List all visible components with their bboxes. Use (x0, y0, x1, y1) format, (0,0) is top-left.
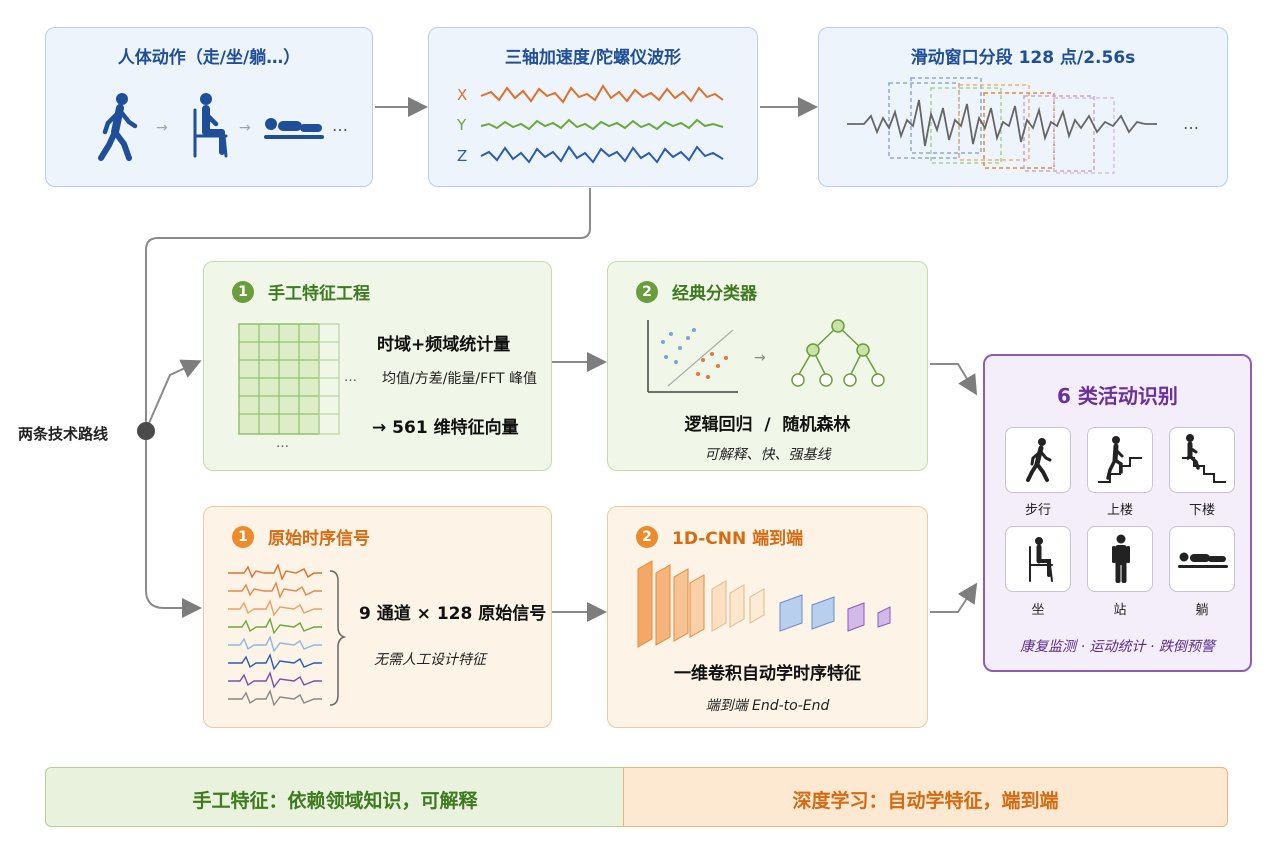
stats-title: 时域+频域统计量 (377, 335, 511, 355)
activity-recognition-box: 6 类活动识别 步行 上楼 (983, 354, 1252, 672)
human-action-box: 人体动作（走/坐/躺…） → → … (45, 27, 373, 187)
cnn-note: 端到端 End-to-End (705, 698, 830, 714)
waveform-box: 三轴加速度/陀螺仪波形 X Y Z (428, 27, 758, 187)
activity-label-standing: 站 (1113, 603, 1127, 618)
signal-trace (847, 99, 1157, 147)
sliding-window-title: 滑动窗口分段 128 点/2.56s (910, 48, 1136, 68)
svg-text:→: → (156, 120, 168, 136)
feature-dim: → 561 维特征向量 (372, 418, 519, 438)
cnn-box: 2 1D-CNN 端到端 一维卷积自动学时序特征 端到端 End-to-End (607, 506, 928, 728)
table-ellipsis-side: … (344, 370, 357, 385)
cnn-heading: 2 1D-CNN 端到端 (636, 524, 803, 549)
branch-label: 两条技术路线 (18, 425, 109, 443)
feature-engineering-title: 手工特征工程 (268, 284, 370, 304)
activity-label-lying: 躺 (1195, 603, 1209, 618)
classifier-title: 经典分类器 (672, 284, 757, 304)
classifier-names: 逻辑回归 / 随机森林 (684, 415, 851, 435)
sitting-person-icon (193, 93, 228, 158)
windows-ellipsis: … (1183, 114, 1199, 133)
z-waveform (480, 145, 724, 164)
raw-signal-spec: 9 通道 × 128 原始信号 (359, 604, 547, 624)
sliding-window-box: 滑动窗口分段 128 点/2.56s … (818, 27, 1228, 187)
stats-detail: 均值/方差/能量/FFT 峰值 (382, 371, 538, 387)
classifier-note: 可解释、快、强基线 (704, 447, 831, 463)
step-number: 1 (232, 525, 254, 548)
raw-signal-note: 无需人工设计特征 (374, 652, 486, 668)
classifier-box: 2 经典分类器 → 逻辑回归 / 随机森林 可 (607, 261, 928, 471)
step-number: 1 (232, 280, 254, 303)
activity-label-sitting: 坐 (1031, 603, 1045, 618)
random-forest-icon (791, 319, 885, 387)
lying-icon (1178, 552, 1228, 568)
walking-icon (1026, 438, 1052, 482)
walking-person-icon (98, 93, 138, 161)
activity-label-downstairs: 下楼 (1188, 503, 1215, 518)
waveform-title: 三轴加速度/陀螺仪波形 (504, 48, 682, 68)
axis-x-label: X (457, 86, 468, 104)
downstairs-icon (1182, 434, 1226, 483)
feature-table-graphic (238, 323, 340, 435)
upstairs-icon (1098, 436, 1142, 483)
deep-learning-summary: 深度学习：自动学特征，端到端 (792, 790, 1059, 812)
activity-label-upstairs: 上楼 (1106, 503, 1133, 518)
step-number: 2 (636, 280, 658, 303)
activity-card-walking (1005, 427, 1071, 493)
axis-z-label: Z (457, 147, 468, 165)
cnn-layers-graphic (637, 560, 891, 648)
classifier-heading: 2 经典分类器 (636, 279, 757, 304)
cnn-title: 1D-CNN 端到端 (672, 529, 804, 549)
lying-person-icon (264, 118, 324, 139)
actions-ellipsis: … (332, 116, 348, 135)
handcrafted-summary: 手工特征：依赖领域知识，可解释 (192, 790, 478, 812)
comparison-left: 手工特征：依赖领域知识，可解释 (45, 767, 625, 827)
activity-card-downstairs (1169, 427, 1235, 493)
cnn-description: 一维卷积自动学时序特征 (674, 664, 861, 684)
raw-signal-heading: 1 原始时序信号 (232, 524, 370, 549)
standing-icon (1112, 534, 1130, 583)
activity-card-lying (1169, 526, 1235, 592)
activity-card-upstairs (1087, 427, 1153, 493)
svg-text:→: → (239, 120, 251, 136)
activity-card-sitting (1005, 526, 1071, 592)
comparison-right: 深度学习：自动学特征，端到端 (623, 767, 1228, 827)
sitting-icon (1029, 537, 1053, 582)
human-action-figures: → → (98, 93, 324, 161)
svg-text:→: → (754, 350, 766, 366)
y-waveform (480, 118, 724, 131)
table-ellipsis-bottom: … (276, 436, 289, 451)
raw-signal-title: 原始时序信号 (268, 529, 370, 549)
activity-label-walking: 步行 (1024, 503, 1051, 518)
feature-engineering-box: 1 手工特征工程 … … 时域+频域统计量 均值/方差/能量/FFT 峰值 → … (203, 261, 552, 471)
application-scenarios: 康复监测 · 运动统计 · 跌倒预警 (1020, 639, 1215, 655)
x-waveform (480, 84, 724, 104)
feature-engineering-heading: 1 手工特征工程 (232, 279, 370, 304)
activity-card-standing (1087, 526, 1153, 592)
raw-signal-box: 1 原始时序信号 9 通道 × 128 原始信号 无需人工设计特征 (203, 506, 552, 728)
nine-channel-signals (228, 563, 347, 707)
human-action-title: 人体动作（走/坐/躺…） (117, 48, 301, 68)
step-number: 2 (636, 525, 658, 548)
axis-y-label: Y (457, 116, 467, 134)
activity-recognition-title: 6 类活动识别 (1057, 384, 1178, 408)
scatter-plot-icon (647, 320, 738, 393)
